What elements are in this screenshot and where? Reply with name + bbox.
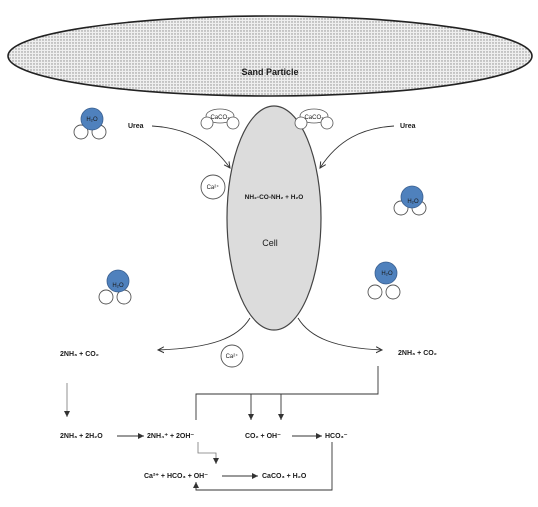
cell-label: Cell: [262, 238, 278, 248]
caco3-precipitate-right: CaCO₃: [294, 108, 334, 130]
equation-bicarbonate-left: CO₂ + OH⁻: [245, 433, 281, 440]
equation-precipitation-left: Ca²⁺ + HCO₃ + OH⁻: [144, 473, 208, 480]
water-molecule-4: H₂O: [367, 261, 401, 300]
sand-particle-label: Sand Particle: [241, 67, 298, 77]
caco3-precipitate-left: CaCO₃: [200, 108, 240, 130]
flow-oh-to-precipitation: [197, 442, 219, 464]
water-molecule-1: H₂O: [73, 107, 107, 140]
product-arrow-left: [158, 317, 251, 350]
water-label-4: H₂O: [381, 271, 393, 277]
calcium-ion-top: Ca²⁺: [200, 174, 226, 200]
urea-label-right: Urea: [400, 123, 416, 130]
flow-hco3-to-precipitation: [193, 442, 333, 491]
calcium-label-bottom: Ca²⁺: [226, 353, 239, 360]
equation-hydrolysis-left: 2NH₃ + 2H₂O: [60, 433, 103, 440]
water-molecule-3: H₂O: [98, 269, 132, 305]
water-label-2: H₂O: [407, 199, 419, 205]
equation-hydrolysis-right: 2NH₄⁺ + 2OH⁻: [147, 433, 194, 440]
urea-label-left: Urea: [128, 123, 144, 130]
sand-particle: [7, 15, 533, 97]
caco3-label-right: CaCO₃: [304, 115, 324, 121]
product-right: 2NH₃ + CO₂: [398, 350, 437, 357]
water-molecule-2: H₂O: [393, 185, 427, 216]
equation-bicarbonate-right: HCO₃⁻: [325, 433, 348, 440]
urea-arrow-left: [151, 125, 230, 168]
caco3-label-left: CaCO₃: [210, 115, 230, 121]
urea-arrow-right: [320, 125, 395, 168]
water-label-1: H₂O: [86, 117, 98, 123]
calcium-label-top: Ca²⁺: [207, 184, 220, 191]
product-arrow-right: [297, 317, 382, 350]
product-left: 2NH₃ + CO₂: [60, 351, 99, 358]
water-label-3: H₂O: [112, 283, 124, 289]
flow-connector-right: [195, 366, 379, 420]
calcium-ion-bottom: Ca²⁺: [220, 344, 244, 368]
cell-reaction: NH₂-CO-NH₂ + H₂O: [245, 194, 304, 201]
equation-precipitation-right: CaCO₃ + H₂O: [262, 473, 307, 480]
bacterial-cell: [226, 105, 322, 331]
